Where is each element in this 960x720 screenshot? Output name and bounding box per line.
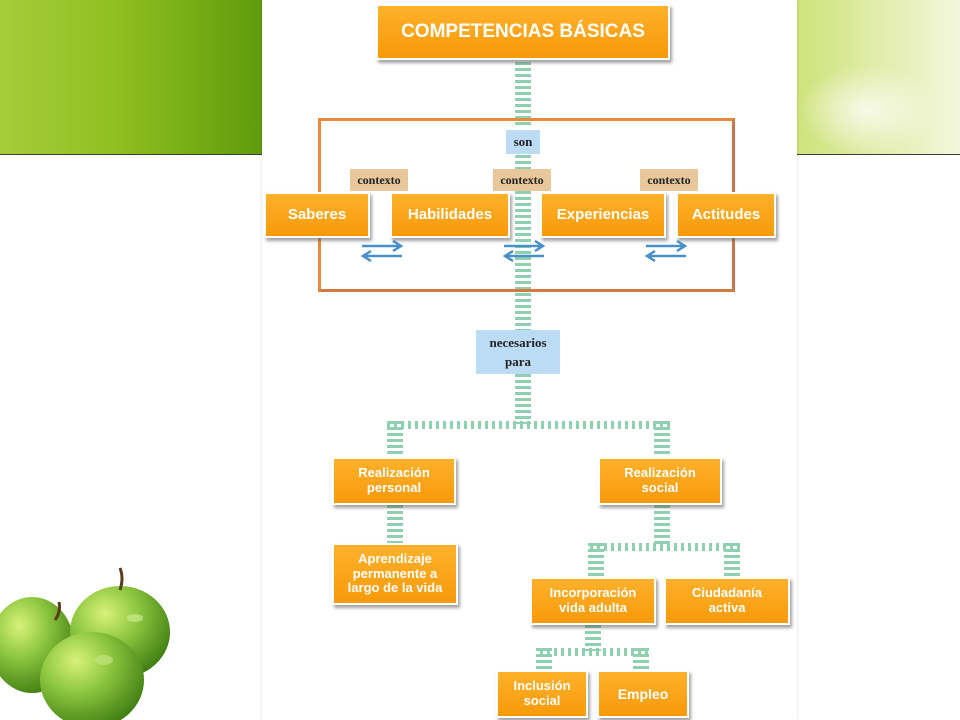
box-saberes-text: Saberes xyxy=(287,206,347,224)
box-actitudes: Actitudes xyxy=(676,192,776,238)
label-contexto-3: contexto xyxy=(640,169,698,191)
box-incorporacion: Incorporación vida adulta xyxy=(530,577,656,625)
box-ciudadania-line2: activa xyxy=(708,600,746,615)
connector-title-son xyxy=(515,62,531,128)
box-realizacion-personal-line1: Realización xyxy=(358,465,430,481)
green-apples-image xyxy=(0,567,170,720)
box-inclusion-line2: social xyxy=(523,693,561,708)
label-contexto-2: contexto xyxy=(493,169,551,191)
bidirectional-arrow-icon xyxy=(644,240,688,262)
box-inclusion-social: Inclusión social xyxy=(496,670,588,718)
green-gradient-band-left xyxy=(0,0,262,155)
title-text: COMPETENCIAS BÁSICAS xyxy=(401,21,645,43)
green-gradient-band-right xyxy=(797,0,960,155)
bidirectional-arrow-icon xyxy=(502,240,546,262)
connector-central xyxy=(515,155,531,333)
label-para-text: para xyxy=(505,354,531,369)
connector-split-social xyxy=(590,543,742,551)
box-experiencias: Experiencias xyxy=(540,192,666,238)
box-realizacion-social-line2: social xyxy=(641,480,679,495)
connector-to-personal xyxy=(387,421,403,458)
connector-to-incorporacion xyxy=(588,543,604,578)
connector-social-down xyxy=(654,505,670,545)
box-realizacion-social: Realización social xyxy=(598,457,722,505)
box-incorporacion-line2: vida adulta xyxy=(559,600,627,615)
box-habilidades: Habilidades xyxy=(390,192,510,238)
box-ciudadania: Ciudadanía activa xyxy=(664,577,790,625)
box-inclusion-line1: Inclusión xyxy=(513,678,571,694)
connector-incorporacion-down xyxy=(585,625,601,651)
connector-to-ciudadania xyxy=(724,543,740,578)
label-contexto-1-text: contexto xyxy=(357,172,401,187)
box-aprendizaje: Aprendizaje permanente a largo de la vid… xyxy=(332,543,458,605)
box-realizacion-personal: Realización personal xyxy=(332,457,456,505)
box-aprendizaje-line1: Aprendizaje xyxy=(358,550,432,566)
box-saberes: Saberes xyxy=(264,192,370,238)
box-empleo: Empleo xyxy=(597,670,689,718)
label-contexto-1: contexto xyxy=(350,169,408,191)
connector-to-social xyxy=(654,421,670,458)
label-necesarios-text: necesarios xyxy=(489,334,547,350)
box-realizacion-personal-line2: personal xyxy=(366,480,422,495)
box-ciudadania-line1: Ciudadanía xyxy=(691,585,763,601)
box-aprendizaje-line2: permanente a xyxy=(352,565,438,581)
label-son-text: son xyxy=(513,134,533,150)
label-contexto-3-text: contexto xyxy=(647,172,691,187)
connector-personal-aprendizaje xyxy=(387,505,403,543)
label-son: son xyxy=(506,130,540,154)
box-aprendizaje-line3: largo de la vida xyxy=(347,580,443,596)
connector-necesarios-bottom xyxy=(515,374,531,424)
label-contexto-2-text: contexto xyxy=(500,172,544,187)
box-actitudes-text: Actitudes xyxy=(691,206,761,224)
connector-to-empleo xyxy=(633,648,649,670)
label-necesarios-para: necesarios para xyxy=(476,330,560,374)
box-empleo-text: Empleo xyxy=(617,685,669,702)
box-experiencias-text: Experiencias xyxy=(556,206,650,224)
bidirectional-arrow-icon xyxy=(360,240,404,262)
connector-to-inclusion xyxy=(536,648,552,670)
title-box: COMPETENCIAS BÁSICAS xyxy=(376,4,670,60)
box-habilidades-text: Habilidades xyxy=(407,206,493,224)
connector-split-top xyxy=(387,421,673,429)
connector-split-bottom xyxy=(540,648,648,656)
box-realizacion-social-line1: Realización xyxy=(624,465,696,481)
box-incorporacion-line1: Incorporación xyxy=(549,585,637,601)
